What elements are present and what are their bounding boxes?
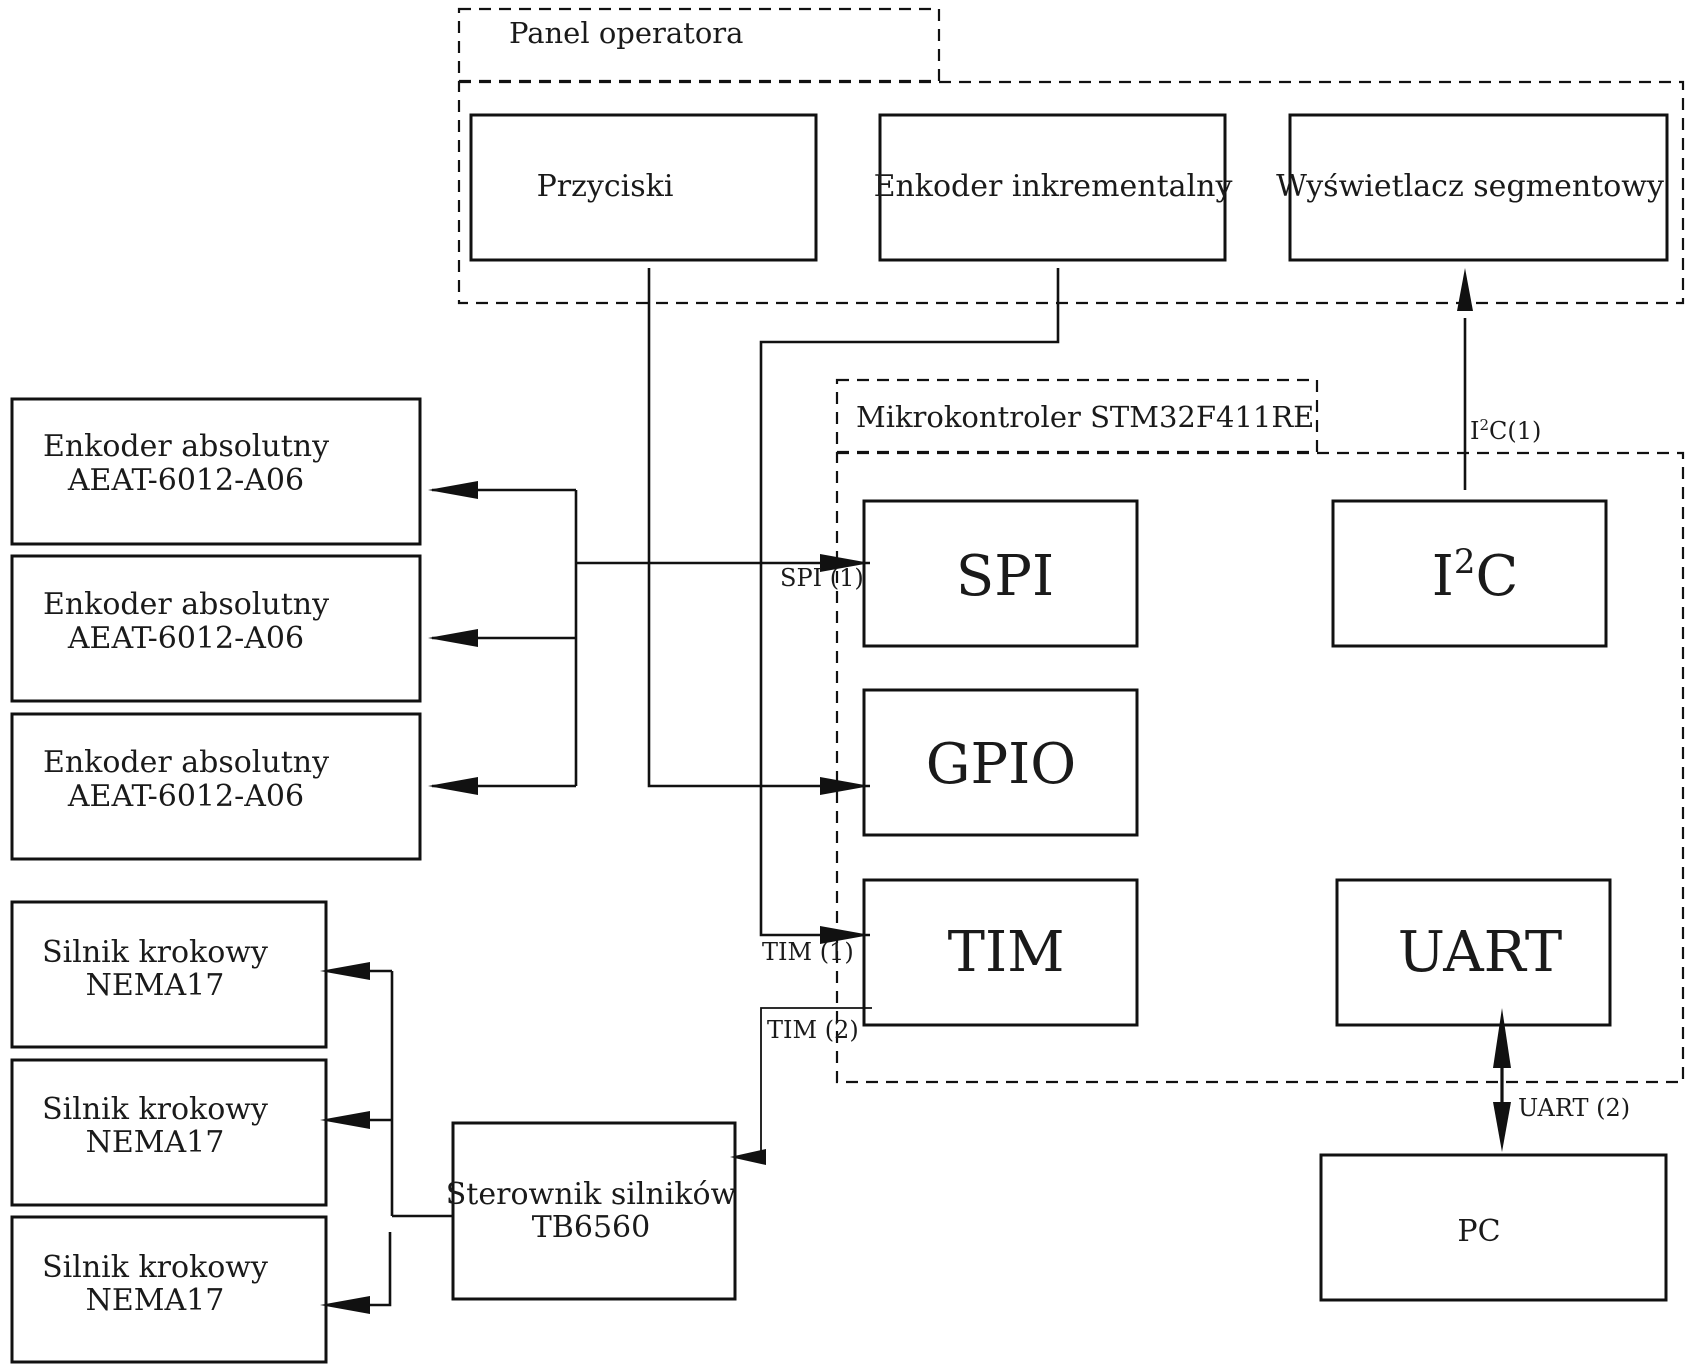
- stepper-motor-2-name: Silnik krokowy: [42, 1092, 268, 1127]
- arrow-to-tim: [820, 926, 870, 944]
- tim-driver-wire: [760, 1007, 872, 1157]
- arrow-to-encoder-2: [428, 629, 478, 647]
- arrow-to-motor-1: [320, 962, 370, 980]
- i2c-label: I2C: [1432, 542, 1519, 609]
- tim-block: TIM: [862, 878, 1139, 1027]
- pc-block: PC: [1319, 1153, 1668, 1302]
- stepper-motor-2-model: NEMA17: [86, 1125, 225, 1160]
- gpio-block: GPIO: [862, 688, 1139, 837]
- absolute-encoder-3-name: Enkoder absolutny: [43, 745, 329, 780]
- absolute-encoder-3: Enkoder absolutny AEAT-6012-A06: [10, 712, 422, 861]
- spi-label: SPI: [956, 544, 1054, 609]
- stepper-motor-1-name: Silnik krokowy: [42, 935, 268, 970]
- tim2-link-label: TIM (2): [767, 1016, 859, 1044]
- stepper-motor-2: Silnik krokowy NEMA17: [10, 1058, 328, 1207]
- stepper-motor-1-model: NEMA17: [86, 968, 225, 1003]
- incremental-encoder-label: Enkoder inkrementalny: [874, 169, 1233, 204]
- driver-motors-wire: [334, 969, 453, 1307]
- encoder-tim-wire: [759, 268, 1060, 937]
- motor-driver-name: Sterownik silników: [446, 1177, 737, 1212]
- spi-bus-wire: [432, 488, 870, 788]
- pc-label: PC: [1457, 1214, 1500, 1249]
- spi-block: SPI: [862, 499, 1139, 648]
- mcu-group-frame: [835, 451, 1685, 1084]
- absolute-encoder-2: Enkoder absolutny AEAT-6012-A06: [10, 554, 422, 703]
- uart-label: UART: [1398, 920, 1562, 985]
- arrow-to-motor-2: [320, 1111, 370, 1129]
- panel-group-frame: [457, 80, 1685, 305]
- stepper-motor-1: Silnik krokowy NEMA17: [10, 900, 328, 1049]
- gpio-label: GPIO: [926, 732, 1076, 797]
- arrow-to-display: [1457, 268, 1473, 311]
- arrow-to-gpio: [820, 777, 870, 795]
- arrow-to-motor-3: [320, 1296, 370, 1314]
- stepper-motor-3: Silnik krokowy NEMA17: [10, 1215, 328, 1364]
- i2c-link-label: I2C(1): [1470, 416, 1541, 445]
- stepper-motor-3-model: NEMA17: [86, 1283, 225, 1318]
- arrow-to-pc: [1493, 1102, 1511, 1152]
- motor-driver-block: Sterownik silników TB6560: [446, 1121, 737, 1301]
- stepper-motor-3-name: Silnik krokowy: [42, 1250, 268, 1285]
- arrow-to-motor-driver: [730, 1149, 766, 1165]
- buttons-gpio-wire: [647, 268, 870, 788]
- uart-block: UART: [1335, 878, 1612, 1027]
- absolute-encoder-1-model: AEAT-6012-A06: [67, 463, 304, 498]
- tim-label: TIM: [948, 920, 1065, 985]
- arrow-to-encoder-3: [428, 777, 478, 795]
- buttons-block: Przyciski: [469, 113, 818, 262]
- absolute-encoder-1: Enkoder absolutny AEAT-6012-A06: [10, 397, 422, 546]
- i2c-block: I2C: [1331, 499, 1608, 648]
- panel-title: Panel operatora: [509, 16, 743, 50]
- absolute-encoder-1-name: Enkoder absolutny: [43, 429, 329, 464]
- incremental-encoder-block: Enkoder inkrementalny: [874, 113, 1233, 262]
- arrow-to-uart: [1493, 1008, 1511, 1068]
- mcu-title: Mikrokontroler STM32F411RE: [856, 400, 1314, 434]
- absolute-encoder-2-name: Enkoder absolutny: [43, 587, 329, 622]
- segment-display-label: Wyświetlacz segmentowy: [1276, 169, 1664, 204]
- spi-link-label: SPI (1): [780, 564, 864, 592]
- arrow-to-encoder-1: [428, 481, 478, 499]
- buttons-label: Przyciski: [537, 169, 674, 204]
- tim1-link-label: TIM (1): [762, 938, 854, 966]
- absolute-encoder-3-model: AEAT-6012-A06: [67, 779, 304, 814]
- arrow-to-spi: [820, 554, 870, 572]
- motor-driver-model: TB6560: [532, 1210, 650, 1245]
- absolute-encoder-2-model: AEAT-6012-A06: [67, 621, 304, 656]
- uart-link-label: UART (2): [1518, 1094, 1630, 1122]
- segment-display-block: Wyświetlacz segmentowy: [1276, 113, 1669, 262]
